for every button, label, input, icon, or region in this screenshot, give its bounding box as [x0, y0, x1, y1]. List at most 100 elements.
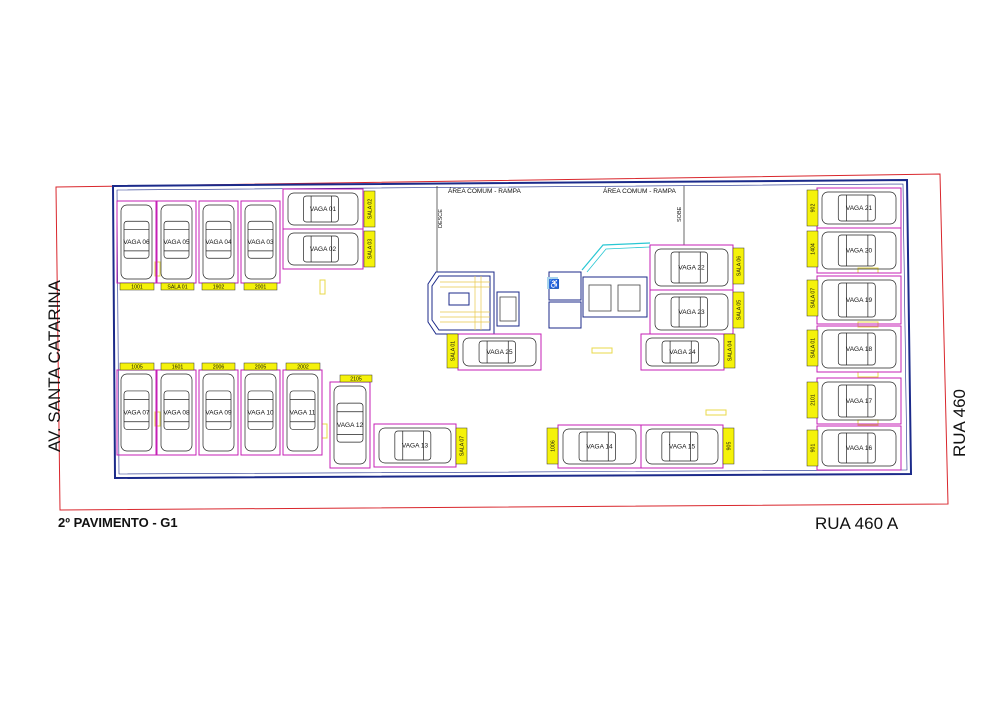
unit-tag — [806, 279, 819, 317]
car-icon — [821, 381, 897, 421]
street-rua-460-a: RUA 460 A — [815, 514, 899, 533]
ramp-edge — [586, 246, 651, 273]
parking-space-24: VAGA 24 SALA 04 — [640, 333, 736, 371]
unit-tag — [363, 190, 376, 228]
space-label: VAGA 14 — [586, 444, 613, 451]
ramp-label-left: ÁREA COMUM - RAMPA — [448, 186, 521, 195]
unit-tag — [119, 282, 155, 291]
car-icon — [562, 428, 637, 465]
parking-space-16: VAGA 16 901 — [806, 425, 902, 471]
unit-tag — [446, 333, 459, 369]
space-outline — [282, 228, 364, 270]
unit-tag — [119, 362, 155, 371]
unit-tag — [806, 230, 819, 268]
unit-tag-text: SALA 02 — [368, 199, 374, 219]
car-icon — [287, 232, 359, 266]
space-label: VAGA 25 — [486, 349, 513, 356]
ramp-sobe: SOBE — [677, 206, 683, 222]
space-label: VAGA 10 — [247, 410, 274, 417]
car-icon — [462, 337, 537, 367]
ramp-edge — [581, 242, 651, 271]
unit-tag-text: SALA 06 — [737, 256, 743, 276]
unit-tag-text: SALA 03 — [368, 239, 374, 259]
unit-tag — [806, 329, 819, 367]
building-wall-inner — [116, 183, 908, 475]
space-label: VAGA 07 — [123, 410, 150, 417]
parking-space-07: VAGA 07 1005 — [116, 362, 157, 456]
unit-tag-text: SALA 07 — [460, 436, 466, 456]
parking-space-13: VAGA 13 SALA 07 — [373, 423, 468, 468]
space-label: VAGA 05 — [163, 239, 190, 246]
unit-tag-text: 2006 — [213, 364, 225, 370]
accessibility-sign — [547, 277, 558, 289]
car-icon — [333, 385, 367, 465]
car-icon — [160, 373, 193, 452]
unit-tag-text: 1001 — [131, 284, 143, 290]
unit-tag — [546, 427, 559, 465]
stair-core — [427, 271, 648, 335]
unit-tag-text: 902 — [811, 204, 817, 213]
car-icon — [202, 373, 235, 452]
unit-tag-text: 2001 — [255, 284, 267, 290]
unit-tag-text: 1005 — [131, 364, 143, 370]
car-icon — [821, 279, 897, 321]
car-icon — [286, 373, 319, 452]
unit-tag-text: SALA 04 — [728, 341, 734, 361]
stair-steps — [440, 276, 490, 330]
car-icon — [821, 329, 897, 369]
unit-tag — [722, 427, 735, 465]
unit-tag — [339, 374, 373, 383]
unit-tag — [806, 429, 819, 467]
unit-tag-text: 2101 — [811, 394, 817, 406]
lot-boundary — [55, 173, 949, 511]
parking-space-12: VAGA 12 2105 — [329, 374, 373, 469]
space-label: VAGA 15 — [669, 444, 696, 451]
street-av-santa-catarina: AV. SANTA CATARINA — [45, 280, 64, 452]
unit-tag-text: SALA 01 — [167, 284, 187, 290]
street-rua-460: RUA 460 — [950, 388, 969, 458]
car-icon — [821, 191, 897, 225]
space-label: VAGA 12 — [337, 422, 364, 429]
unit-tag — [201, 362, 236, 371]
car-icon — [160, 204, 193, 280]
space-label: VAGA 16 — [846, 445, 873, 452]
unit-tag — [243, 282, 278, 291]
space-label: VAGA 13 — [402, 443, 429, 450]
ramp-desce: DESCE — [438, 209, 444, 228]
unit-tag-text: SALA 01 — [451, 341, 457, 361]
unit-tag-text: 2105 — [350, 376, 362, 382]
space-label: VAGA 04 — [205, 239, 232, 246]
wheelchair-icon: ♿ — [549, 278, 560, 289]
parking-space-05: VAGA 05 SALA 01 — [156, 200, 197, 290]
space-label: VAGA 01 — [310, 206, 337, 213]
unit-tag — [732, 247, 745, 285]
car-icon — [244, 204, 277, 280]
space-label: VAGA 22 — [678, 265, 705, 272]
unit-tag — [201, 282, 236, 291]
unit-tag-text: SALA 01 — [811, 338, 817, 358]
space-label: VAGA 08 — [163, 410, 190, 417]
floor-title: 2º PAVIMENTO - G1 — [58, 515, 178, 530]
parking-space-23: VAGA 23 SALA 05 — [649, 289, 745, 335]
car-icon — [378, 427, 452, 464]
car-icon — [654, 293, 729, 331]
space-label: VAGA 24 — [669, 349, 696, 356]
unit-tag-text: 901 — [811, 444, 817, 453]
unit-tag — [455, 427, 468, 465]
unit-tag — [732, 291, 745, 329]
space-label: VAGA 23 — [678, 309, 705, 316]
unit-tag-text: SALA 05 — [737, 300, 743, 320]
